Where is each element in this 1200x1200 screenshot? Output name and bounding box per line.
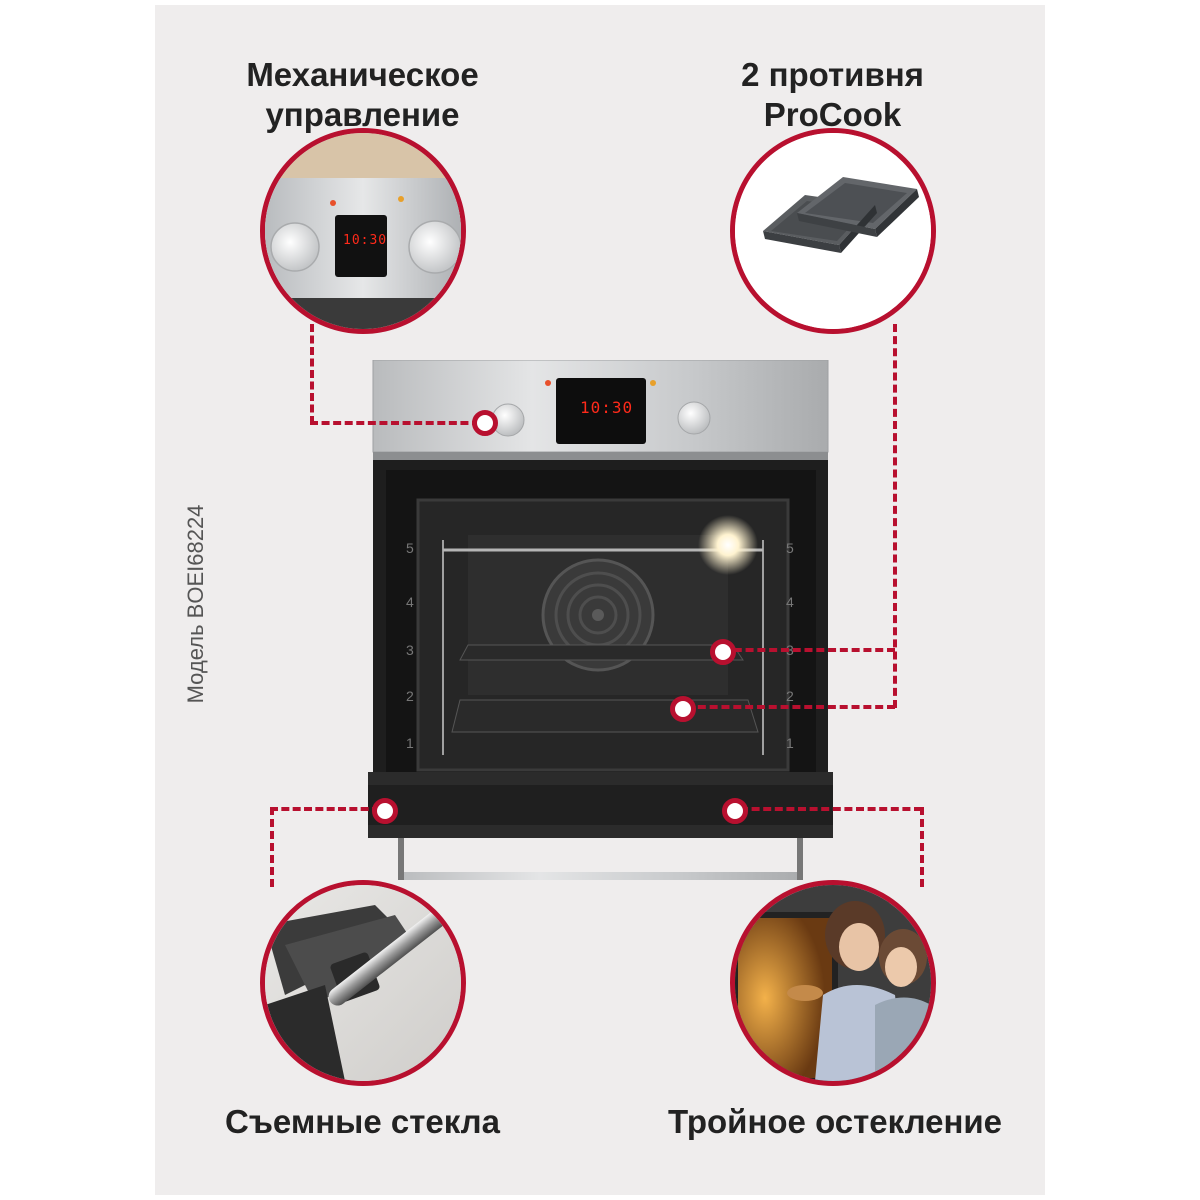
baking-trays-image: [730, 128, 936, 334]
connector-line: [893, 324, 897, 708]
rack-level-label: 4: [406, 594, 414, 610]
oven-illustration: [320, 359, 858, 880]
connector-line: [686, 705, 895, 709]
feature-title-mechanical-control: Механическое управление: [200, 55, 525, 135]
rack-level-label: 4: [786, 594, 794, 610]
mechanical-control-image: 10:30: [260, 128, 466, 334]
connector-line: [310, 324, 314, 424]
knob-icon: [408, 220, 461, 274]
rack-level-label: 1: [406, 735, 414, 751]
tray-icon: [735, 133, 931, 329]
rack-level-label: 5: [406, 540, 414, 556]
model-label: Модель BOEI68224: [183, 504, 208, 704]
feature-title-line: управление: [265, 96, 460, 133]
marker-control-knob: [472, 410, 498, 436]
feature-title-line: 2 противня: [741, 56, 924, 93]
feature-title-line: Механическое: [246, 56, 479, 93]
connector-line: [722, 648, 895, 652]
removable-glass-image: [260, 880, 466, 1086]
inset-display-time: 10:30: [343, 233, 388, 248]
oven-display: [556, 378, 646, 444]
feature-title-line: Тройное остекление: [667, 1103, 1003, 1140]
oven: 10:30 5 4 3 2 1 5 4 3 2 1: [320, 359, 858, 890]
marker-lower-tray: [670, 696, 696, 722]
knob-icon: [270, 222, 320, 272]
control-panel-closeup: [265, 133, 461, 329]
connector-line: [270, 807, 274, 887]
marker-door-glass-left: [372, 798, 398, 824]
rack-level-label: 2: [406, 688, 414, 704]
connector-line: [310, 421, 480, 425]
oven-display-time: 10:30: [580, 398, 634, 417]
feature-title-line: ProCook: [763, 96, 902, 133]
feature-title-baking-trays: 2 противня ProCook: [680, 55, 985, 135]
feature-title-removable-glass: Съемные стекла: [195, 1102, 530, 1142]
triple-glazing-image: [730, 880, 936, 1086]
rack-level-label: 1: [786, 735, 794, 751]
family-at-oven-photo: [735, 885, 931, 1081]
rack-level-label: 5: [786, 540, 794, 556]
door-hinge-closeup: [265, 885, 461, 1081]
rack-level-label: 2: [786, 688, 794, 704]
marker-upper-tray: [710, 639, 736, 665]
connector-line: [270, 807, 380, 811]
connector-line: [740, 807, 922, 811]
knob-icon: [677, 401, 711, 435]
feature-title-triple-glazing: Тройное остекление: [640, 1102, 1030, 1142]
feature-title-line: Съемные стекла: [225, 1103, 500, 1140]
rack-level-label: 3: [406, 642, 414, 658]
marker-door-glass-right: [722, 798, 748, 824]
connector-line: [920, 807, 924, 887]
